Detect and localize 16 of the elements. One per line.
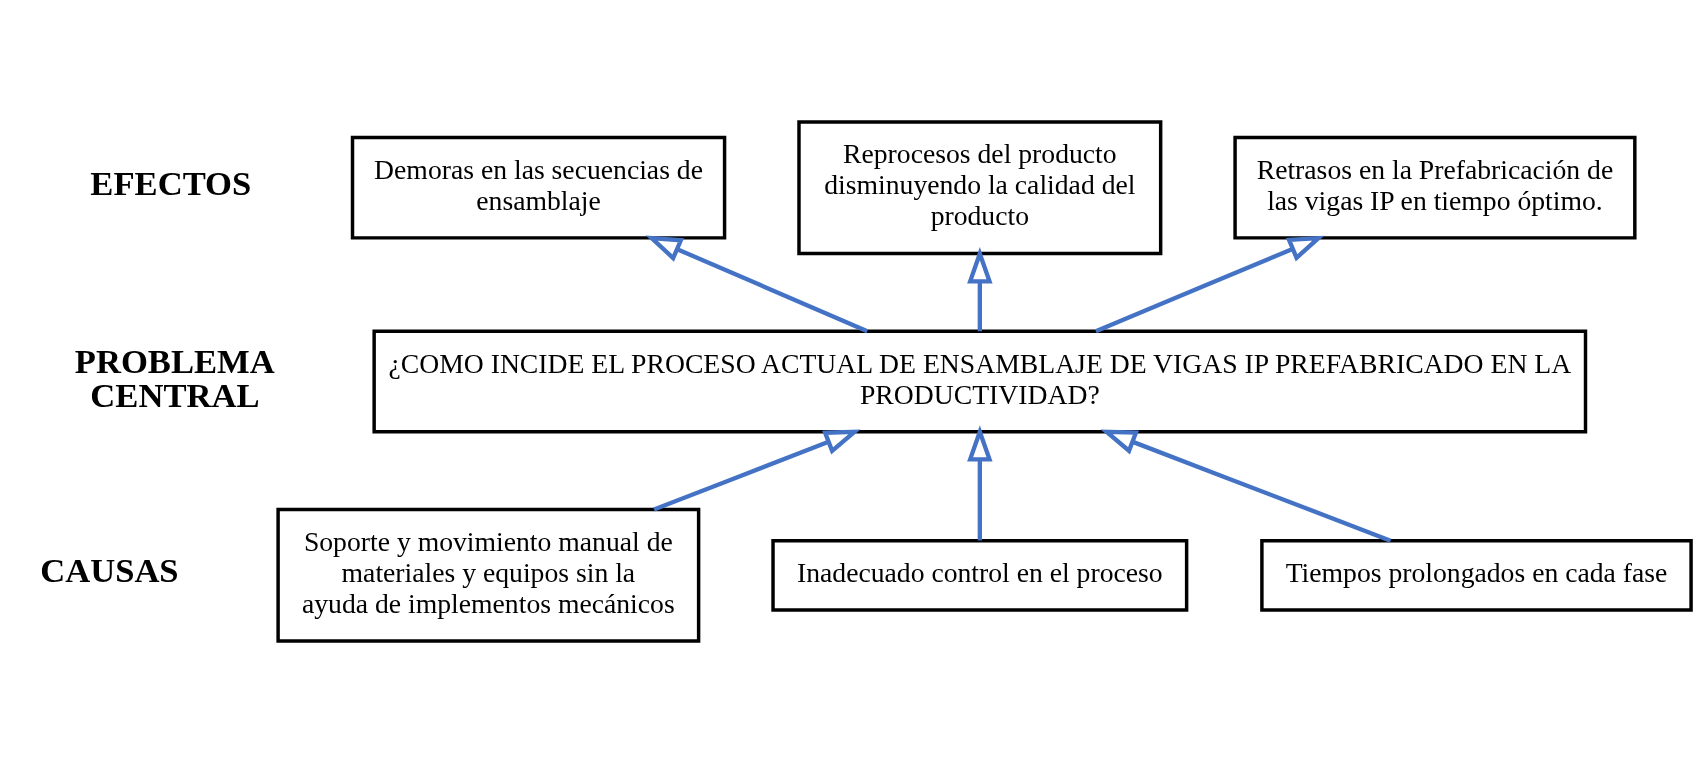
- arrow: [1095, 235, 1325, 334]
- node-box: Tiempos prolongados en cada fase: [1260, 539, 1693, 612]
- node-box: ¿COMO INCIDE EL PROCESO ACTUAL DE ENSAMBLAJE DE VIGAS IP PREFABRICADO EN LA PRODUCTIVIDAD?: [372, 329, 1588, 434]
- node-box: Inadecuado control en el proceso: [771, 539, 1189, 612]
- arrow: [967, 425, 993, 541]
- label: EFECTOS: [90, 163, 252, 202]
- arrow: [645, 235, 869, 334]
- arrow: [653, 429, 861, 512]
- node-box: Retrasos en la Prefabricación de las vigas IP en tiempo óptimo.: [1233, 135, 1637, 240]
- node-box: Reprocesos del producto disminuyendo la calidad del producto: [797, 120, 1163, 256]
- label: PROBLEMA CENTRAL: [74, 341, 275, 415]
- label: CAUSAS: [40, 551, 179, 590]
- arrow: [967, 247, 993, 332]
- node-box: Soporte y movimiento manual de materiales y equipos sin la ayuda de implementos mecánicos: [276, 507, 701, 643]
- arrow: [1100, 429, 1392, 543]
- node-box: Demoras en las secuencias de ensamblaje: [350, 135, 727, 240]
